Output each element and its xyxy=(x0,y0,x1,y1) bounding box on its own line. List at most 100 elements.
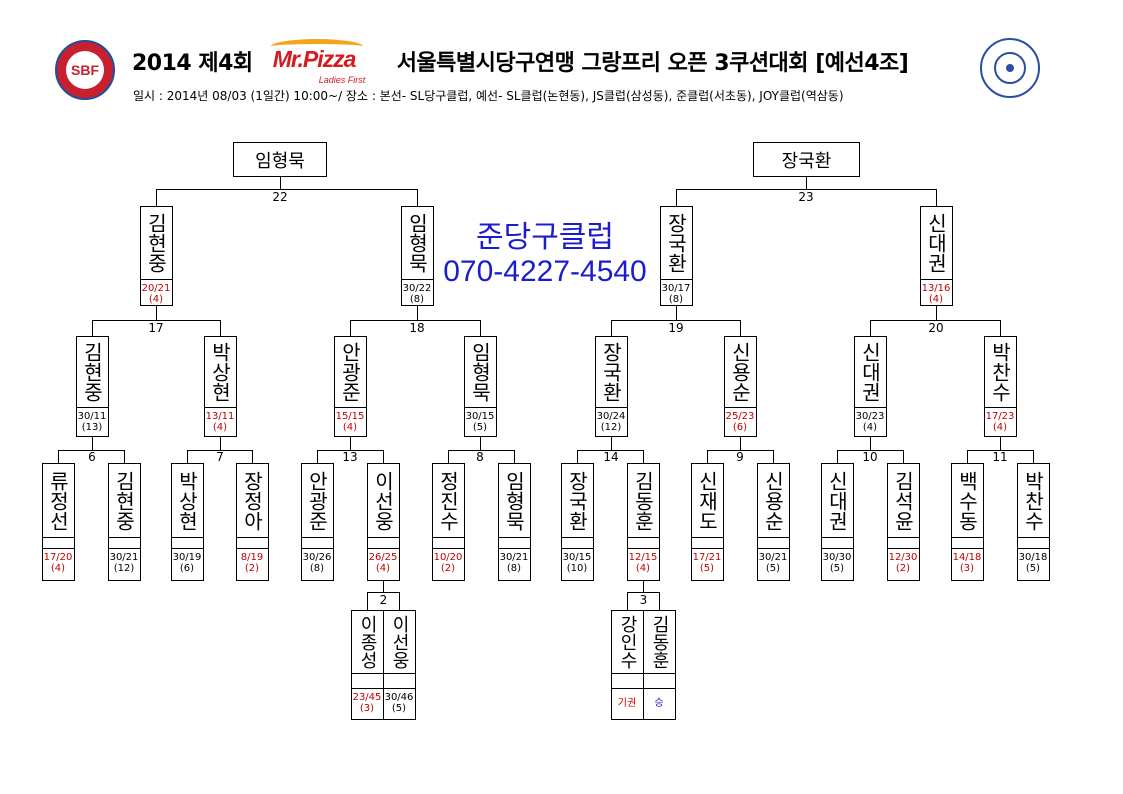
player-score: 30/17(8) xyxy=(661,280,692,305)
title-prefix: 2014 제4회 xyxy=(132,51,253,76)
watermark-phone: 070-4227-4540 xyxy=(443,255,647,288)
match-number: 20 xyxy=(928,321,944,335)
seed-value: (4) xyxy=(148,294,164,305)
player-score: 30/21(5) xyxy=(758,549,789,574)
bracket-line xyxy=(676,189,937,190)
score-value: 30/19 xyxy=(172,552,202,563)
bracket-line xyxy=(837,450,904,451)
bracket-line xyxy=(611,320,612,336)
player-score: 14/18(3) xyxy=(952,549,983,574)
score-value: 12/30 xyxy=(888,552,918,563)
seed-value: (4) xyxy=(992,422,1008,433)
player-name: 김현중 xyxy=(144,213,168,273)
score-value: 30/46 xyxy=(384,692,414,703)
bracket-line xyxy=(58,450,125,451)
bracket-line xyxy=(92,437,93,450)
player-score: 30/11(13) xyxy=(77,408,108,433)
score-value: 30/26 xyxy=(302,552,332,563)
player-name: 신대권 xyxy=(825,470,849,531)
bracket-line xyxy=(58,450,59,463)
player-name: 김현중 xyxy=(80,342,104,402)
bracket-line xyxy=(187,450,188,463)
bracket-line xyxy=(936,305,937,320)
bracket-line xyxy=(676,305,677,320)
seed-value: (4) xyxy=(928,294,944,305)
bracket-line xyxy=(480,437,481,450)
score-value: 30/24 xyxy=(596,411,626,422)
player-name: 임형묵 xyxy=(468,342,492,402)
score-value: 14/18 xyxy=(952,552,982,563)
player-name: 신용순 xyxy=(728,342,752,402)
player-name: 장국환 xyxy=(664,213,688,273)
seed-value: (5) xyxy=(391,703,407,714)
bracket-line xyxy=(740,437,741,450)
bracket-line xyxy=(870,320,871,336)
score-value: 10/20 xyxy=(433,552,463,563)
seed-value: (5) xyxy=(765,563,781,574)
score-value: 8/19 xyxy=(240,552,264,563)
seed-value: (3) xyxy=(959,563,975,574)
bracket-line xyxy=(806,177,807,189)
player-box: 신대권 30/30(5) xyxy=(820,463,854,581)
player-score: 승 xyxy=(644,689,675,709)
score-value: 25/23 xyxy=(725,411,755,422)
player-score: 30/30(5) xyxy=(822,549,853,574)
bracket-line xyxy=(936,189,937,206)
seed-value: (2) xyxy=(244,563,260,574)
player-name: 이종성 xyxy=(357,615,378,669)
match-number: 23 xyxy=(798,190,814,204)
player-name: 박상현 xyxy=(175,470,199,531)
player-name: 박찬수 xyxy=(988,342,1012,402)
bracket-line xyxy=(156,189,418,190)
bracket-line xyxy=(92,320,93,336)
match-number-box: 3 xyxy=(627,592,660,611)
event-info: 일시 : 2014년 08/03 (1일간) 10:00~/ 장소 : 본선- … xyxy=(133,89,844,103)
player-score: 10/20(2) xyxy=(433,549,464,574)
sponsor-brand: Mr.Pizza xyxy=(272,46,357,72)
bracket-line xyxy=(611,320,741,321)
seed-value: (4) xyxy=(212,422,228,433)
player-score: 30/46(5) xyxy=(384,689,415,714)
score-value: 30/23 xyxy=(855,411,885,422)
bracket-line xyxy=(220,437,221,450)
group-winner-box: 임형묵 xyxy=(233,142,327,177)
player-score: 17/21(5) xyxy=(692,549,723,574)
bracket-line xyxy=(124,450,125,463)
match-number: 6 xyxy=(88,450,96,464)
match-number-box: 2 xyxy=(367,592,400,611)
score-value: 13/16 xyxy=(921,283,951,294)
player-score: 8/19(2) xyxy=(237,549,268,574)
player-score: 30/21(8) xyxy=(499,549,530,574)
player-score: 30/22(8) xyxy=(402,280,433,305)
seed-value: (2) xyxy=(895,563,911,574)
seed-value: (10) xyxy=(566,563,588,574)
bracket-line xyxy=(967,450,968,463)
player-box: 신용순 30/21(5) xyxy=(756,463,790,581)
seed-value: (13) xyxy=(81,422,103,433)
score-value: 30/21 xyxy=(109,552,139,563)
player-name: 정진수 xyxy=(436,470,460,531)
score-value: 승 xyxy=(654,698,664,709)
bracket-line xyxy=(156,189,157,206)
match-number: 13 xyxy=(342,450,358,464)
bracket-line xyxy=(220,320,221,336)
score-value: 30/11 xyxy=(77,411,107,422)
player-name: 신용순 xyxy=(761,470,785,531)
bracket-line xyxy=(350,320,481,321)
score-value: 30/15 xyxy=(465,411,495,422)
bracket-line xyxy=(676,189,677,206)
association-emblem xyxy=(980,38,1040,98)
score-value: 17/20 xyxy=(43,552,73,563)
seed-value: (5) xyxy=(699,563,715,574)
